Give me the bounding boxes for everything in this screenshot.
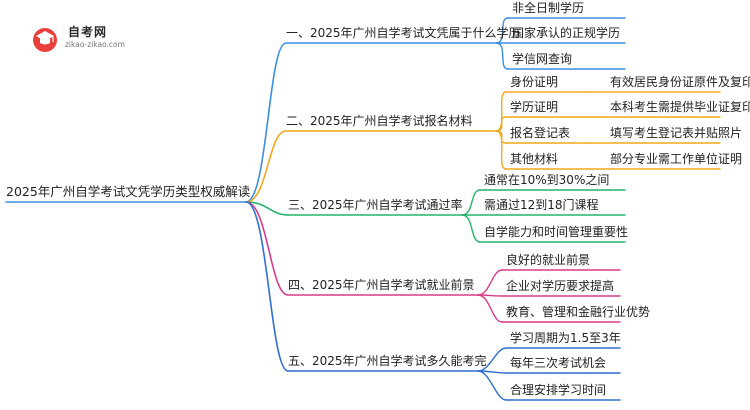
leaf-2-3-detail: 填写考生登记表并贴照片 — [610, 126, 743, 140]
branch-label-1: 一、2025年广州自学考试文凭属于什么学历 — [286, 26, 521, 40]
mindmap-root: 2025年广州自学考试文凭学历类型权威解读 — [6, 184, 251, 199]
leaf-1-1: 非全日制学历 — [512, 1, 585, 15]
logo-url: zikao-zikao.com — [65, 40, 125, 49]
leaf-1-3: 学信网查询 — [512, 52, 573, 66]
branch-connector-5 — [245, 201, 289, 372]
leaf-4-3: 教育、管理和金融行业优势 — [506, 305, 651, 319]
leaf-1-2: 国家承认的正规学历 — [512, 26, 621, 40]
branch-connector-1 — [245, 42, 287, 203]
leaf-2-3: 报名登记表 — [510, 126, 571, 140]
branch-connector-2 — [245, 130, 287, 203]
leaf-connector-4-1 — [477, 269, 503, 296]
leaf-connector-2-4 — [495, 130, 507, 170]
leaf-2-2: 学历证明 — [510, 100, 559, 114]
leaf-connector-1-3 — [495, 42, 509, 70]
branch-label-4: 四、2025年广州自学考试就业前景 — [288, 278, 475, 292]
logo-name: 自考网 — [68, 25, 108, 39]
leaf-connector-1-1 — [495, 17, 509, 44]
leaf-5-1: 学习周期为1.5至3年 — [510, 331, 621, 345]
graduation-cap-icon — [33, 28, 57, 52]
leaf-4-1: 良好的就业前景 — [506, 253, 591, 267]
leaf-connector-2-1 — [495, 91, 507, 132]
leaf-3-1: 通常在10%到30%之间 — [484, 173, 610, 187]
leaf-connector-3-1 — [461, 189, 481, 216]
branch-label-5: 五、2025年广州自学考试多久能考完 — [288, 354, 487, 368]
leaf-2-2-detail: 本科考生需提供毕业证复印件 — [610, 100, 750, 114]
leaf-2-1-detail: 有效居民身份证原件及复印件 — [610, 75, 750, 89]
site-logo[interactable]: 自考网 zikao-zikao.com — [28, 22, 148, 58]
leaf-3-2: 需通过12到18门课程 — [484, 198, 599, 212]
leaf-connector-5-3 — [477, 370, 507, 401]
leaf-2-4: 其他材料 — [510, 152, 559, 166]
branch-label-2: 二、2025年广州自学考试报名材料 — [286, 114, 473, 128]
leaf-2-4-detail: 部分专业需工作单位证明 — [610, 152, 743, 166]
leaf-4-2: 企业对学历要求提高 — [506, 279, 615, 293]
leaf-3-3: 自学能力和时间管理重要性 — [484, 225, 629, 239]
branch-label-3: 三、2025年广州自学考试通过率 — [288, 198, 463, 212]
leaf-connector-5-1 — [477, 347, 507, 372]
branch-connector-4 — [245, 201, 289, 296]
leaf-5-2: 每年三次考试机会 — [510, 356, 607, 370]
leaf-2-1: 身份证明 — [510, 75, 559, 89]
branch-connector-3 — [245, 201, 289, 216]
mindmap-connectors — [5, 17, 721, 401]
leaf-connector-3-3 — [461, 214, 481, 243]
leaf-connector-4-3 — [477, 294, 503, 323]
leaf-5-3: 合理安排学习时间 — [510, 383, 607, 397]
